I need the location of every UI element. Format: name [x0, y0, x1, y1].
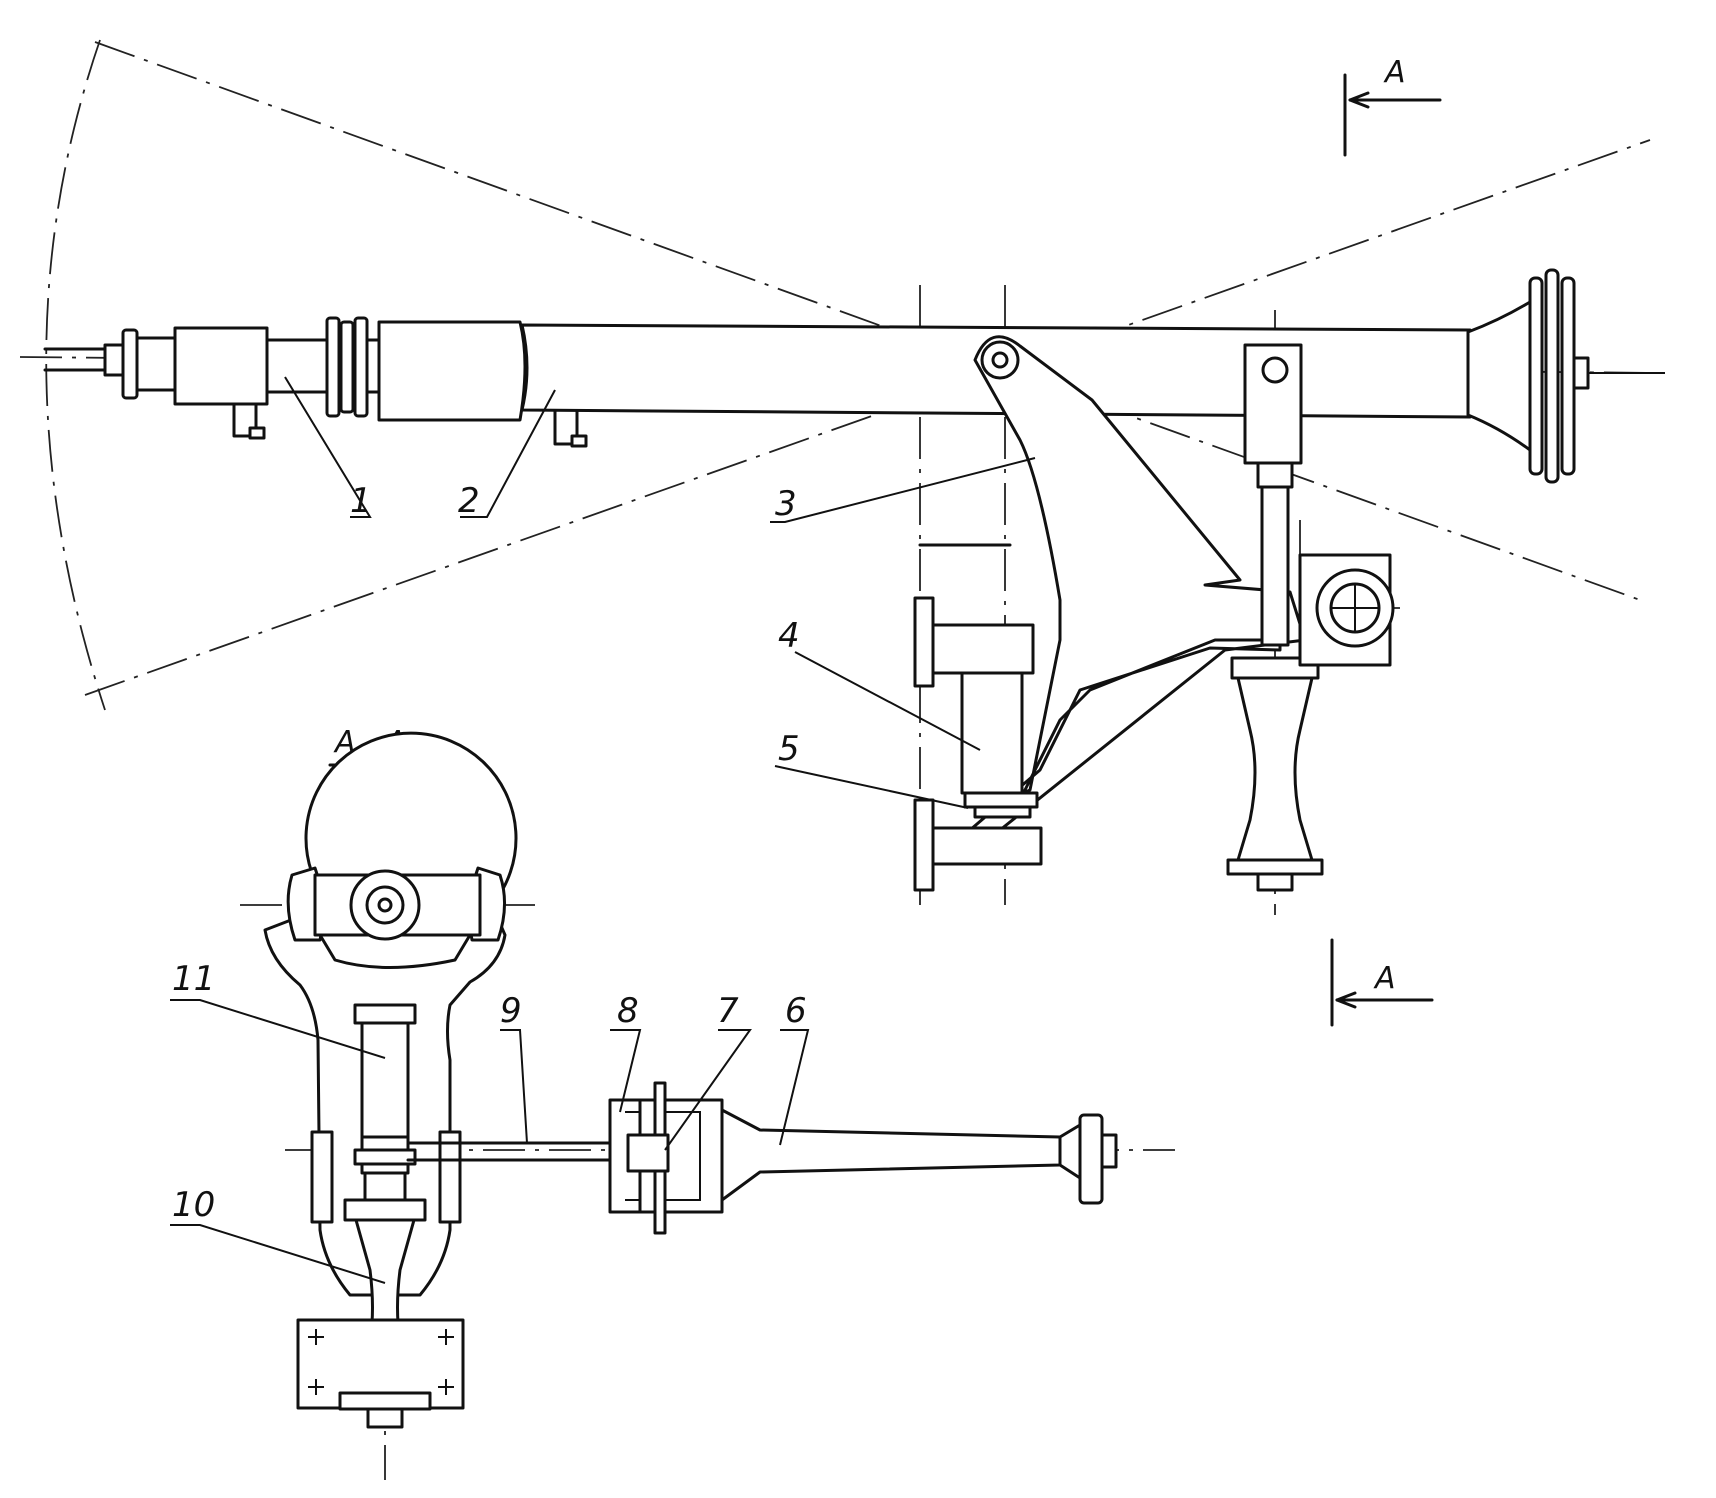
- callout-8: 8: [617, 991, 639, 1031]
- callout-2: 2: [458, 481, 480, 521]
- svg-text:A: A: [1373, 961, 1396, 996]
- section-view: [240, 731, 1175, 1480]
- callout-10: 10: [172, 1185, 215, 1225]
- vertical-column: [1226, 485, 1324, 892]
- section-marker-top: A: [1343, 55, 1442, 157]
- lever-arm: [968, 335, 1307, 832]
- callout-1: 1: [350, 481, 372, 521]
- callout-leaders-section: [170, 999, 810, 1284]
- callout-leaders-top: [284, 376, 1036, 809]
- callout-9: 9: [500, 991, 522, 1031]
- callout-4: 4: [778, 616, 800, 656]
- shaft-assembly: [43, 268, 1665, 484]
- pivot-bracket: [1243, 343, 1303, 489]
- svg-text:A: A: [1383, 55, 1406, 90]
- callout-11: 11: [172, 959, 215, 999]
- section-marker-bottom: A: [1330, 938, 1434, 1027]
- roller-wheel: [1298, 553, 1395, 667]
- callout-7: 7: [717, 991, 739, 1031]
- callout-5: 5: [778, 729, 800, 769]
- callout-6: 6: [785, 991, 807, 1031]
- sweep-center-lines: [19, 39, 1661, 915]
- callout-3: 3: [775, 484, 797, 524]
- support-post: [913, 543, 1043, 892]
